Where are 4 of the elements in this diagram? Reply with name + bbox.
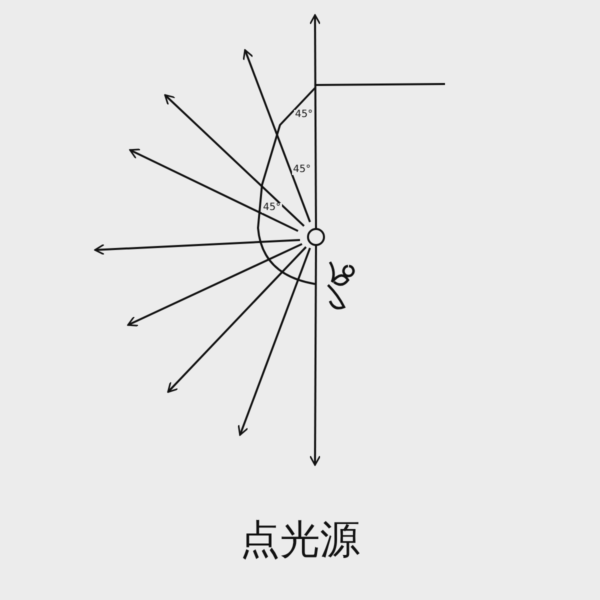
- angle-label: 45°: [294, 110, 314, 120]
- caption: 点光源: [240, 520, 360, 560]
- angle-label: 45°: [292, 165, 312, 175]
- angle-label: 45°: [262, 203, 282, 213]
